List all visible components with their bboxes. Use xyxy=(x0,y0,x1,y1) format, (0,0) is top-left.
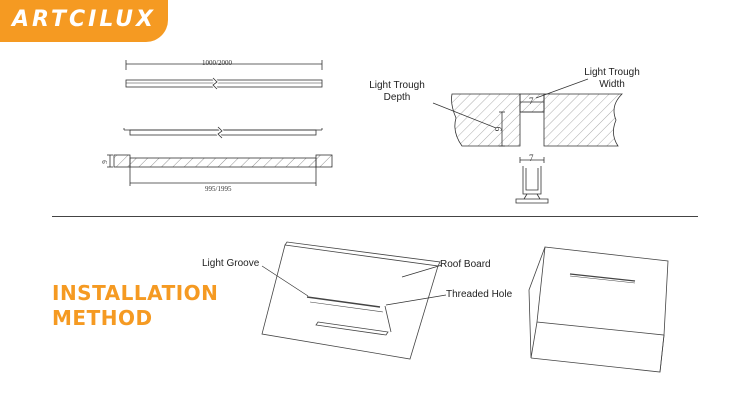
profile-side-view xyxy=(123,125,323,140)
label-trough-width: Light Trough Width xyxy=(574,67,650,91)
ceiling-box-drawing xyxy=(528,246,669,373)
label-trough-width-line2: Width xyxy=(599,79,625,90)
cutout-section-view xyxy=(107,154,333,186)
logo-banner: ARTCILUX xyxy=(0,0,168,42)
trough-width-dimension: 7 xyxy=(529,96,534,106)
profile-width-dimension: 7 xyxy=(529,153,534,163)
trough-depth-dimension: 9 xyxy=(493,126,504,132)
section-divider xyxy=(52,216,698,217)
label-threaded-hole: Threaded Hole xyxy=(446,289,513,300)
height-dimension: 9 xyxy=(100,160,109,164)
label-trough-depth-line2: Depth xyxy=(383,92,411,103)
label-trough-depth: Light Trough Depth xyxy=(360,80,434,104)
label-trough-width-line1: Light Trough xyxy=(584,67,640,78)
trough-section-view xyxy=(451,93,623,147)
cut-length-dimension: 995/1995 xyxy=(205,185,232,193)
installation-title-line2: METHOD xyxy=(52,306,153,330)
installation-title-line1: INSTALLATION xyxy=(52,281,219,305)
installation-method-title: INSTALLATION METHOD xyxy=(52,281,218,331)
label-light-groove: Light Groove xyxy=(202,258,260,269)
profile-top-view xyxy=(125,60,323,91)
brand-logo: ARTCILUX xyxy=(12,7,156,32)
trough-leader-lines xyxy=(432,78,589,129)
label-roof-board: Roof Board xyxy=(440,259,491,270)
profile-cross-section xyxy=(515,157,549,204)
installation-leader-lines xyxy=(261,264,447,306)
roof-board-drawing xyxy=(261,241,441,360)
label-trough-depth-line1: Light Trough xyxy=(369,80,425,91)
length-dimension: 1000/2000 xyxy=(202,59,232,67)
